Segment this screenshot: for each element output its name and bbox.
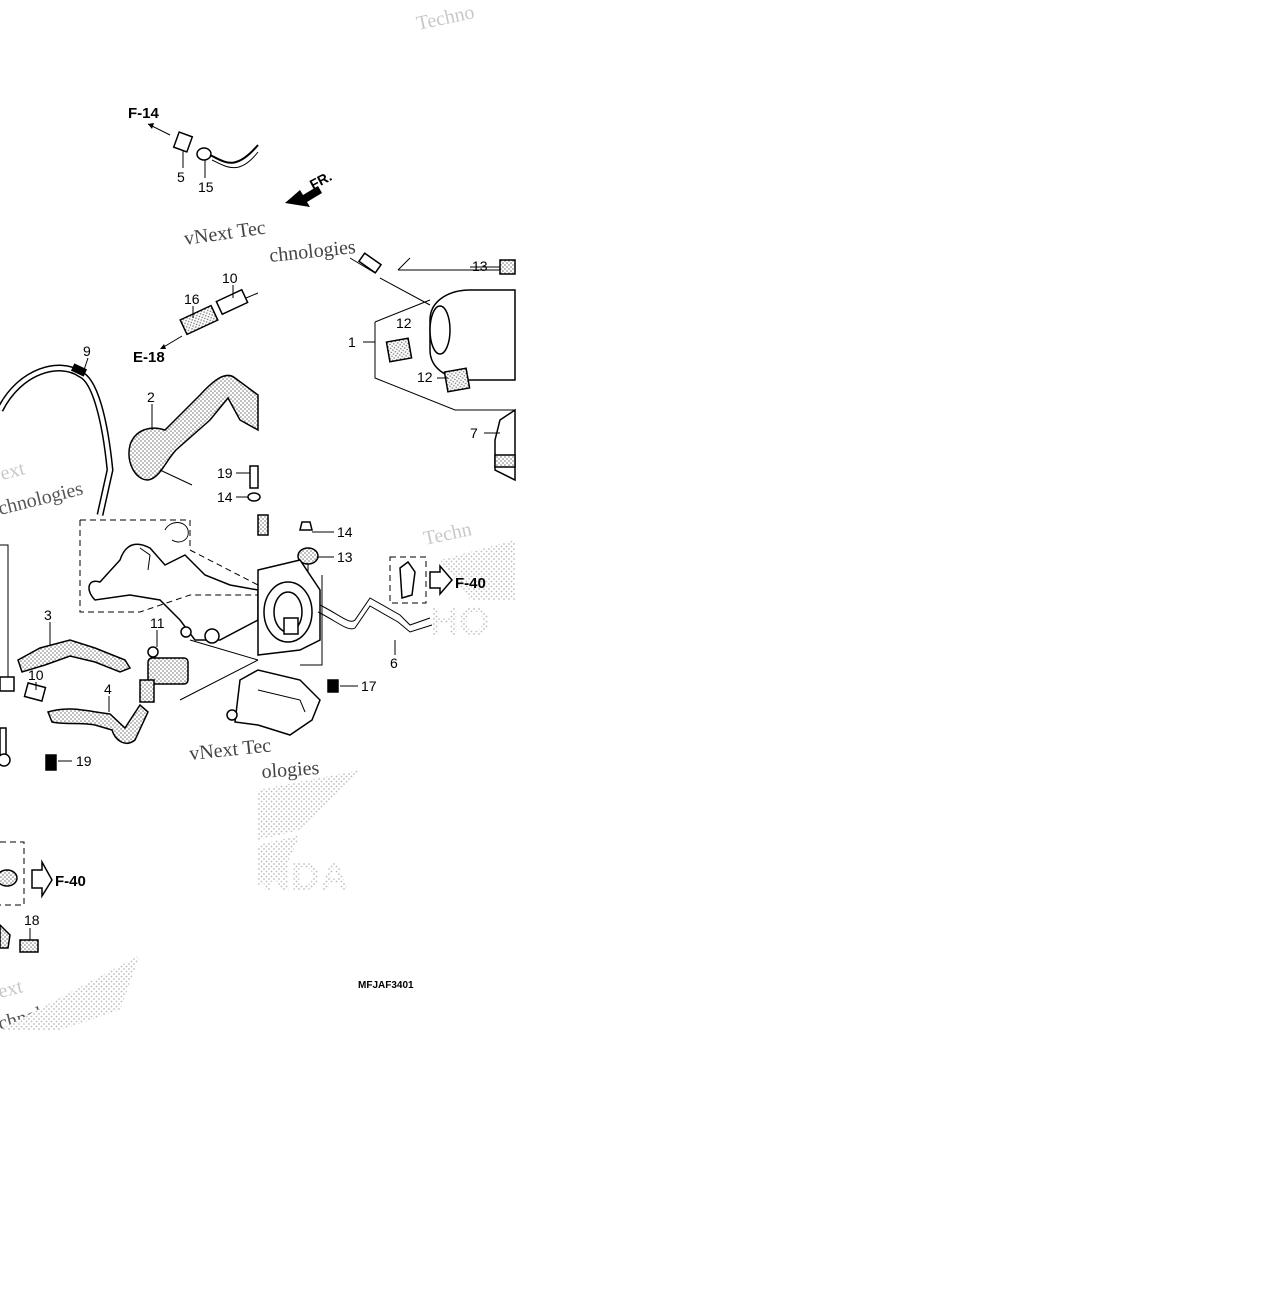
hose-2: 2: [128, 374, 259, 486]
callout-13: 13: [337, 549, 353, 565]
reference-f40-left: F-40: [55, 873, 86, 890]
callout-7: 7: [470, 425, 478, 441]
bolt-19-lower: 19: [45, 753, 92, 771]
watermark-text: Techno: [414, 1, 476, 35]
reference-f40-right: F-40: [455, 575, 486, 592]
callout-19: 19: [76, 753, 92, 769]
hose-4: 10 4: [0, 667, 149, 767]
watermark-text: ologies: [261, 757, 320, 783]
clip-f40-left: F-40: [0, 841, 86, 906]
callout-2: 2: [147, 389, 155, 405]
brand-logo-text: HO: [430, 600, 490, 644]
callout-18: 18: [24, 912, 40, 928]
callout-3: 3: [44, 607, 52, 623]
watermark-text: vNext Tec: [183, 217, 267, 250]
callout-1: 1: [348, 334, 356, 350]
valve-11: 11: [139, 615, 259, 703]
callout-10: 10: [222, 270, 238, 286]
front-direction-arrow: FR.: [285, 168, 334, 207]
bolt-18: 18: [0, 912, 40, 953]
fitting-group-top: F-14 5 15: [128, 105, 259, 195]
watermark-text: chnologies: [0, 477, 85, 519]
hose-9: 9: [0, 343, 114, 516]
clip-f40-right: F-40: [389, 556, 486, 604]
diagram-code: MFJAF3401: [358, 980, 414, 991]
bolt-group-center: 19 14: [217, 465, 269, 536]
fitting-group-mid: 10 16 E-18: [133, 270, 259, 366]
front-label: FR.: [307, 168, 334, 193]
watermark-text: vNext Tec: [188, 734, 272, 764]
callout-5: 5: [177, 169, 185, 185]
purge-body: 14 13 6: [257, 521, 433, 671]
callout-9: 9: [83, 343, 91, 359]
reference-f14: F-14: [128, 105, 160, 122]
watermark-text: chnologies: [268, 236, 357, 267]
callout-12: 12: [396, 315, 412, 331]
watermark-text: ext: [0, 457, 27, 484]
bracket-assembly: [79, 519, 259, 661]
reference-e18: E-18: [133, 349, 165, 366]
lower-bracket: 17: [226, 669, 377, 736]
watermark-text: ext: [0, 975, 25, 1002]
hose-3: 3: [0, 544, 132, 690]
callout-10: 10: [28, 667, 44, 683]
callout-14: 14: [337, 524, 353, 540]
watermark-text: Techn: [421, 518, 473, 550]
callout-16: 16: [184, 291, 200, 307]
callout-11: 11: [150, 615, 165, 631]
callout-19: 19: [217, 465, 233, 481]
callout-17: 17: [361, 678, 377, 694]
callout-6: 6: [390, 655, 398, 671]
canister-group: 1 12 12 13 7: [348, 252, 516, 482]
callout-12: 12: [417, 369, 433, 385]
callout-15: 15: [198, 179, 214, 195]
callout-13: 13: [472, 258, 488, 274]
callout-4: 4: [104, 681, 112, 697]
callout-14: 14: [217, 489, 233, 505]
brand-logo-icon: NDA HO: [0, 540, 515, 1030]
brand-logo-text: NDA: [262, 855, 349, 899]
